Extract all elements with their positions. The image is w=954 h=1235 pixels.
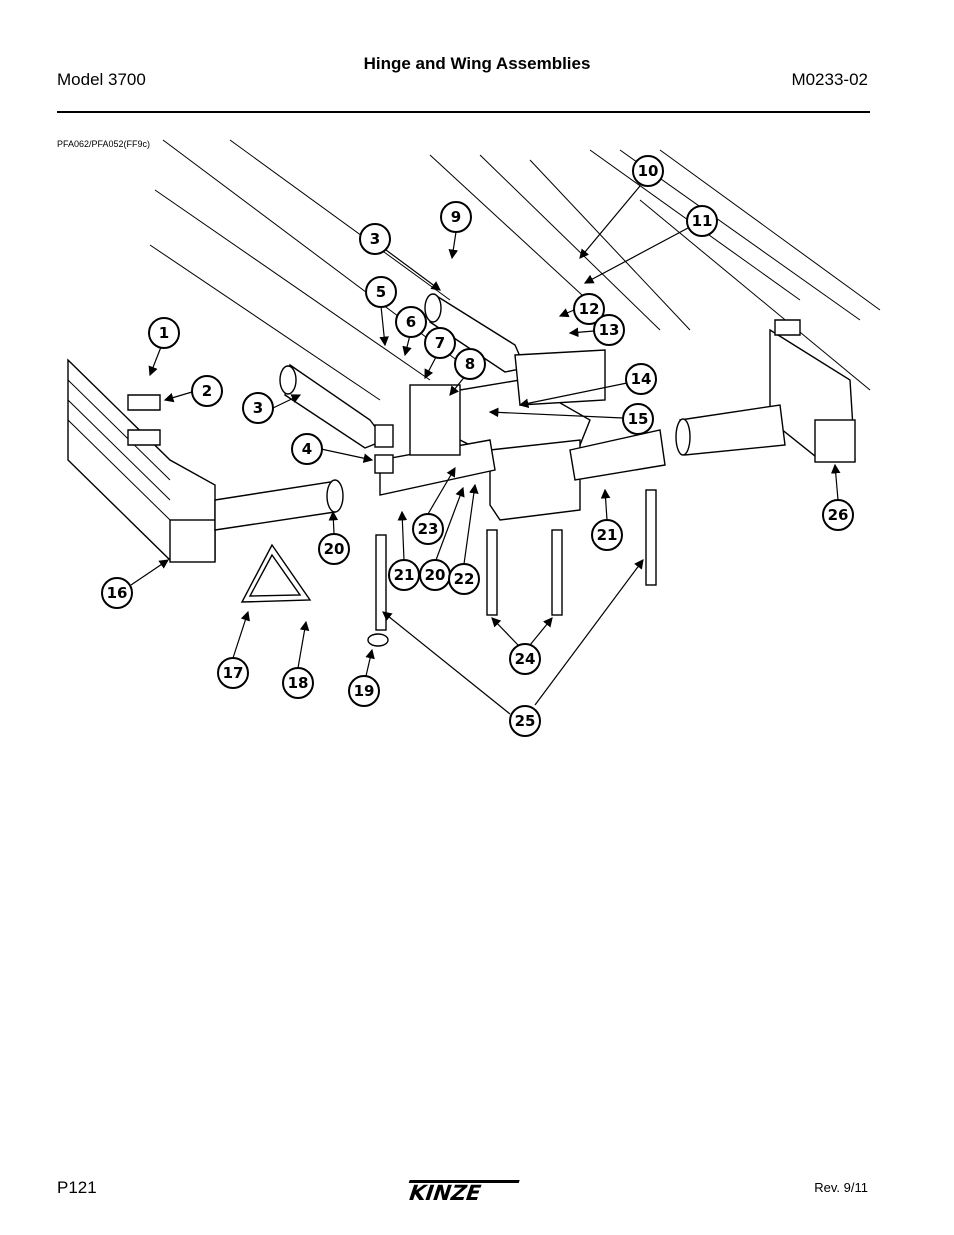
svg-text:4: 4 [302,440,312,458]
callout-26: 26 [822,499,854,531]
callout-6: 6 [395,306,427,338]
right-toolbar [675,319,856,463]
callout-3-upper: 3 [359,223,391,255]
svg-text:10: 10 [638,162,659,180]
pins [367,489,657,647]
svg-text:16: 16 [107,584,128,602]
svg-text:2: 2 [202,382,212,400]
callout-14: 14 [625,363,657,395]
smv-emblem [240,543,312,603]
callout-3-lower: 3 [242,392,274,424]
svg-text:11: 11 [692,212,713,230]
parts-diagram: 1 2 3 3 4 5 6 7 8 9 10 11 12 13 14 15 16… [67,139,881,737]
svg-text:3: 3 [370,230,380,248]
document-number: M0233-02 [791,70,868,89]
svg-text:17: 17 [223,664,244,682]
svg-text:15: 15 [628,410,649,428]
svg-text:22: 22 [454,570,475,588]
page-title: Hinge and Wing Assemblies [363,54,591,73]
callout-7: 7 [424,327,456,359]
svg-text:14: 14 [631,370,652,388]
svg-text:19: 19 [354,682,375,700]
hinge-center [374,349,666,521]
callout-18: 18 [282,667,314,699]
callout-4: 4 [291,433,323,465]
svg-text:KINZE: KINZE [405,1181,484,1205]
svg-text:3: 3 [253,399,263,417]
callout-5: 5 [365,276,397,308]
callout-8: 8 [454,348,486,380]
callout-19: 19 [348,675,380,707]
figure-id: PFA062/PFA052(FF9c) [57,139,151,149]
callout-21-left: 21 [388,559,420,591]
callout-21-right: 21 [591,519,623,551]
page-number: P121 [57,1178,97,1197]
callout-9: 9 [440,201,472,233]
callout-12: 12 [573,293,605,325]
svg-text:21: 21 [394,566,415,584]
svg-text:5: 5 [376,283,386,301]
svg-text:25: 25 [515,712,536,730]
svg-text:7: 7 [435,334,445,352]
svg-text:1: 1 [159,324,169,342]
callout-1: 1 [148,317,180,349]
callout-2: 2 [191,375,223,407]
model-label: Model 3700 [57,70,146,89]
leader-lines [130,185,841,715]
svg-text:8: 8 [465,355,475,373]
svg-text:21: 21 [597,526,618,544]
svg-text:18: 18 [288,674,309,692]
callout-15: 15 [622,403,654,435]
svg-text:20: 20 [324,540,345,558]
callout-24: 24 [509,643,541,675]
svg-text:13: 13 [599,321,620,339]
svg-text:12: 12 [579,300,600,318]
callout-16: 16 [101,577,133,609]
callout-23: 23 [412,513,444,545]
kinze-logo: KINZE [405,1180,520,1206]
callout-11: 11 [686,205,718,237]
svg-text:23: 23 [418,520,439,538]
svg-text:9: 9 [451,208,461,226]
svg-text:6: 6 [406,313,416,331]
callout-20-left: 20 [318,533,350,565]
svg-text:24: 24 [515,650,536,668]
callout-25: 25 [509,705,541,737]
svg-text:26: 26 [828,506,849,524]
callout-17: 17 [217,657,249,689]
callout-10: 10 [632,155,664,187]
callout-13: 13 [593,314,625,346]
svg-text:20: 20 [425,566,446,584]
callout-20-center: 20 [419,559,451,591]
callout-22: 22 [448,563,480,595]
header-rule [57,111,870,113]
revision: Rev. 9/11 [814,1180,868,1195]
